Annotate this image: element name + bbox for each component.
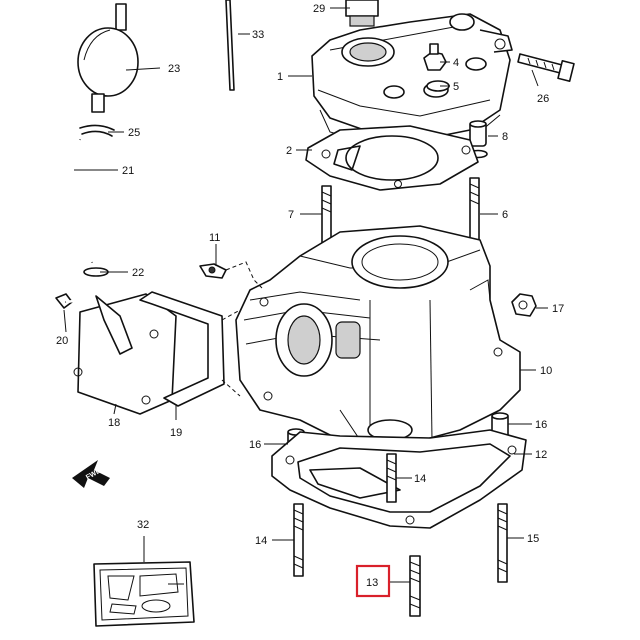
- callout-16-left: 16: [249, 439, 261, 451]
- part-14-stud-left[interactable]: [293, 503, 304, 577]
- callout-5: 5: [453, 81, 459, 93]
- callout-4: 4: [453, 57, 459, 69]
- part-14-stud-center[interactable]: [386, 453, 397, 503]
- callout-8: 8: [502, 131, 508, 143]
- callout-21: 21: [122, 165, 134, 177]
- callout-26: 26: [537, 93, 549, 105]
- callout-14-center: 14: [414, 473, 426, 485]
- part-11-fitting[interactable]: [199, 263, 227, 279]
- cylinder-block[interactable]: [235, 225, 521, 447]
- callout-15: 15: [527, 533, 539, 545]
- part-33-rod[interactable]: [225, 0, 235, 91]
- leader-lines: [63, 7, 548, 583]
- dashed-leader-11: [225, 261, 263, 289]
- callout-10: 10: [540, 365, 552, 377]
- fwd-direction-arrow: FWD: [72, 460, 110, 488]
- part-32-gasket-kit[interactable]: [93, 561, 195, 627]
- callout-13: 13: [366, 577, 378, 589]
- part-2-head-gasket[interactable]: [305, 125, 479, 191]
- callout-19: 19: [170, 427, 182, 439]
- part-21-breather-hose[interactable]: [72, 139, 94, 263]
- callout-17: 17: [552, 303, 564, 315]
- callout-23: 23: [168, 63, 180, 75]
- part-1-cylinder-head[interactable]: [311, 13, 513, 151]
- part-20-bolt[interactable]: [55, 293, 97, 309]
- callout-1: 1: [277, 71, 283, 83]
- callout-6: 6: [502, 209, 508, 221]
- part-29-spark-plug[interactable]: [345, 0, 379, 27]
- part-26-bolt[interactable]: [517, 53, 575, 82]
- dashed-leader-19: [221, 309, 241, 397]
- callout-2: 2: [286, 145, 292, 157]
- part-23-breather-bulb[interactable]: [77, 3, 139, 113]
- callout-12: 12: [535, 449, 547, 461]
- highlighted-callout-13[interactable]: 13: [355, 564, 391, 598]
- callout-29: 29: [313, 3, 325, 15]
- part-12-base-gasket[interactable]: [271, 429, 527, 529]
- callout-7: 7: [288, 209, 294, 221]
- callout-11: 11: [209, 232, 220, 244]
- callout-25: 25: [128, 127, 140, 139]
- callout-labels: 29 33 23 25 21 22 1 4 5 26 8 2 7 6 11 17…: [56, 3, 564, 547]
- part-13-stud[interactable]: [409, 555, 421, 617]
- callout-20: 20: [56, 335, 68, 347]
- callout-18: 18: [108, 417, 120, 429]
- part-17-nut[interactable]: [511, 293, 537, 317]
- callout-22: 22: [132, 267, 144, 279]
- callout-33: 33: [252, 29, 264, 41]
- part-19-gasket[interactable]: [139, 291, 225, 407]
- part-15-stud[interactable]: [497, 503, 508, 583]
- callout-32: 32: [137, 519, 149, 531]
- callout-16-right: 16: [535, 419, 547, 431]
- part-18-cover[interactable]: [73, 293, 177, 415]
- highlight-box: [355, 564, 391, 598]
- part-25-clip[interactable]: [79, 124, 115, 137]
- callout-14-left: 14: [255, 535, 267, 547]
